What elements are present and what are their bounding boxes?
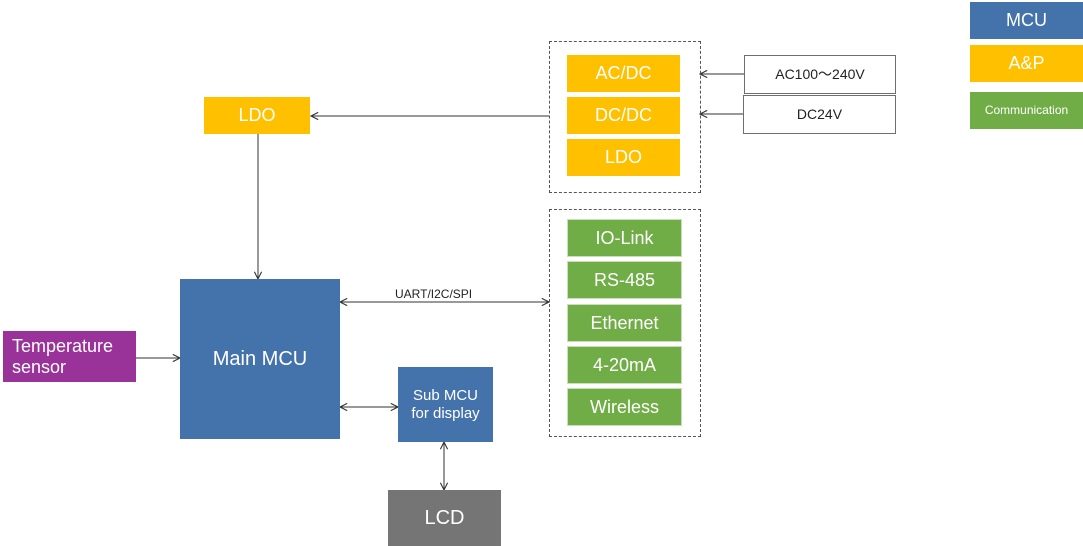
main-mcu-block: Main MCU — [180, 279, 340, 439]
dc-input-box: DC24V — [743, 95, 896, 134]
legend-ap: A&P — [970, 45, 1083, 82]
comm-4-20ma: 4-20mA — [567, 346, 682, 384]
power-group — [549, 41, 701, 193]
communication-group — [549, 209, 701, 437]
legend-communication: Communication — [970, 92, 1083, 129]
ldo-block-power: LDO — [567, 139, 680, 176]
temperature-sensor-block: Temperature sensor — [3, 331, 136, 382]
acdc-block: AC/DC — [567, 55, 680, 92]
legend-mcu: MCU — [970, 2, 1083, 39]
ldo-block: LDO — [204, 97, 310, 134]
comm-ethernet: Ethernet — [567, 304, 682, 342]
lcd-block: LCD — [388, 490, 501, 546]
bus-label: UART/I2C/SPI — [395, 287, 473, 301]
comm-rs-485: RS-485 — [567, 261, 682, 299]
ac-input-box: AC100～240V — [744, 55, 896, 94]
sub-mcu-block: Sub MCU for display — [398, 367, 493, 442]
comm-wireless: Wireless — [567, 388, 682, 426]
dcdc-block: DC/DC — [567, 97, 680, 134]
comm-io-link: IO-Link — [567, 219, 682, 257]
